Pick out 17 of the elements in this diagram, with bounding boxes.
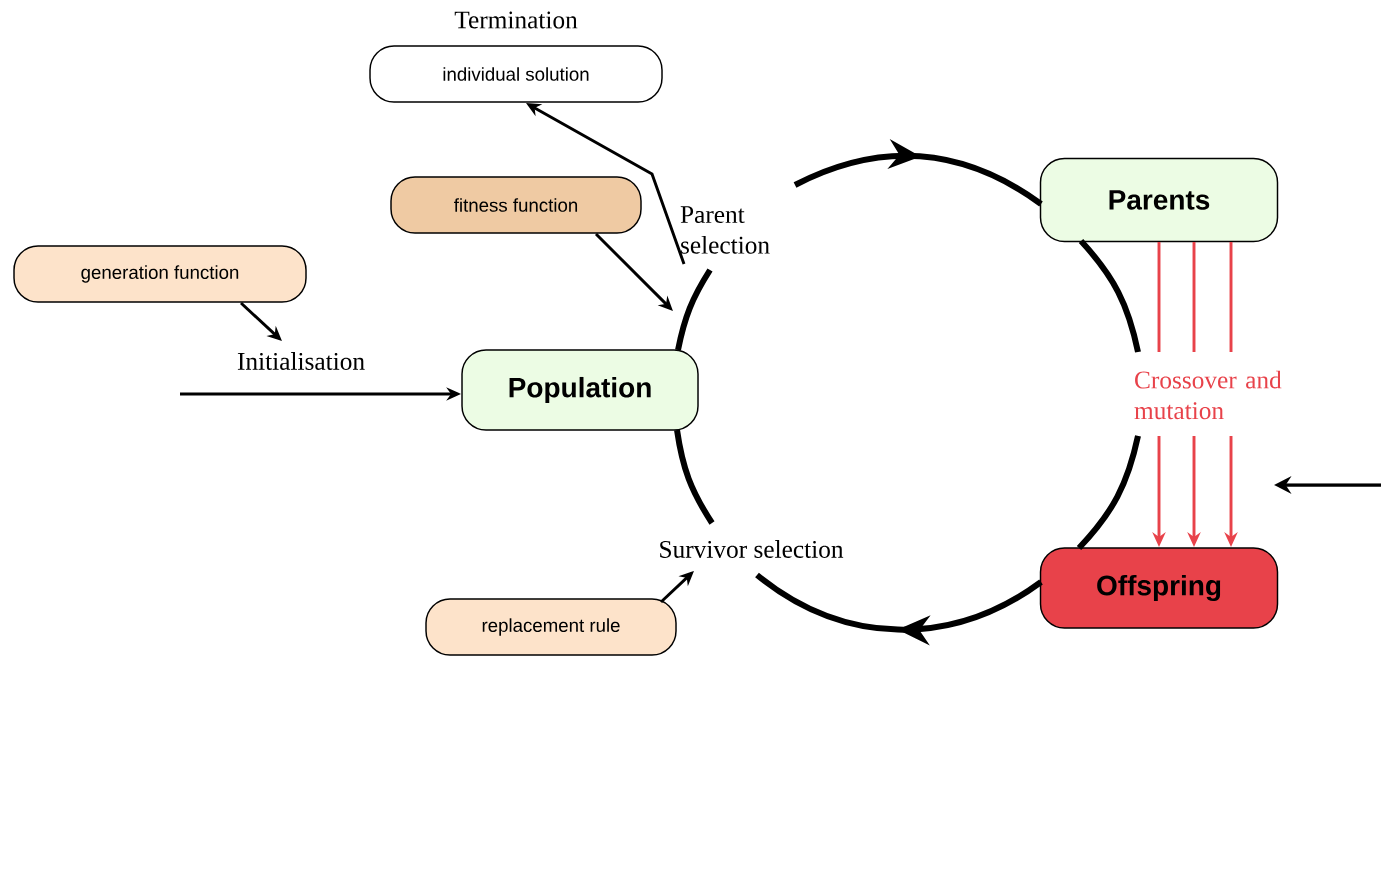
step-label: Crossover and mutation bbox=[1134, 370, 1282, 420]
arrow bbox=[240, 301, 282, 341]
arrow bbox=[594, 232, 673, 311]
step-label: Survivor selection bbox=[660, 540, 844, 558]
offspring-box: Offspring bbox=[1039, 547, 1279, 629]
rule-box: replacement rule bbox=[425, 598, 677, 656]
cycle-arrow bbox=[793, 139, 1043, 207]
function-box: generation function bbox=[13, 245, 307, 303]
step-label: Initialisation bbox=[237, 352, 365, 370]
step-label: Parent selection bbox=[680, 206, 770, 254]
arrow bbox=[660, 571, 694, 604]
solution-box: individual solution bbox=[369, 45, 663, 103]
function-box: fitness function bbox=[390, 176, 642, 234]
step-label: Termination bbox=[454, 11, 578, 29]
cycle-arrow bbox=[755, 572, 1043, 646]
parents-box: Parents bbox=[1039, 157, 1279, 243]
population-box: Population bbox=[461, 349, 699, 431]
